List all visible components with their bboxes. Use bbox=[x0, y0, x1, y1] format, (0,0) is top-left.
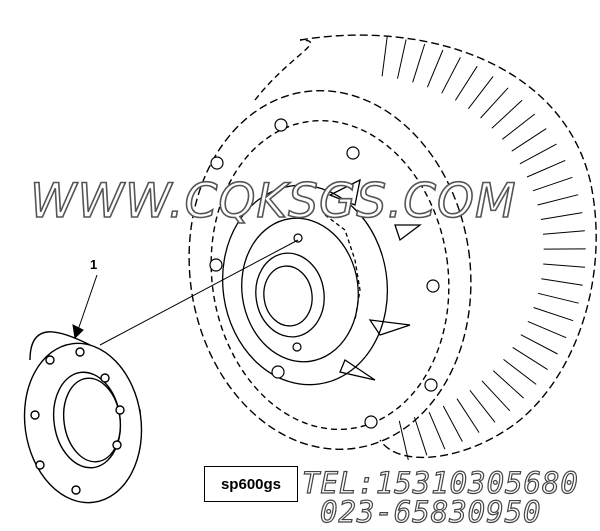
bolt bbox=[274, 118, 288, 132]
bolt bbox=[424, 378, 438, 392]
fan-slot bbox=[454, 65, 478, 101]
fan-slot bbox=[413, 416, 428, 456]
drum-front-rim bbox=[188, 89, 472, 451]
fan-slot bbox=[397, 39, 407, 79]
fan-slot bbox=[412, 43, 426, 83]
fan-slot bbox=[469, 389, 496, 423]
watermark-site: WWW.CQKSGS.COM bbox=[29, 173, 517, 230]
fan-slot bbox=[519, 143, 557, 165]
callout-number: 1 bbox=[90, 257, 98, 272]
fan-slot bbox=[480, 87, 509, 119]
bolt bbox=[426, 279, 440, 293]
fan-slot bbox=[512, 346, 548, 371]
plate-hole bbox=[115, 405, 125, 415]
fan-slot bbox=[543, 263, 586, 268]
fan-slot bbox=[426, 49, 444, 88]
plate-bore-inner bbox=[62, 377, 122, 463]
leader-lines bbox=[72, 239, 299, 346]
hub-vane-2 bbox=[339, 359, 376, 381]
hub-bore bbox=[263, 265, 313, 327]
fan-slot bbox=[541, 278, 583, 286]
plate-hole bbox=[71, 485, 81, 495]
fan-slot bbox=[527, 320, 567, 339]
fan-slot bbox=[537, 194, 579, 206]
plate-hole bbox=[35, 460, 45, 470]
fan-slot bbox=[441, 57, 461, 94]
bolt bbox=[293, 233, 303, 243]
hub-teeth bbox=[324, 214, 361, 321]
plate-hole bbox=[112, 440, 122, 450]
fan-slot bbox=[481, 380, 511, 412]
drum-top-edge bbox=[254, 39, 312, 101]
fan-slot bbox=[442, 405, 463, 442]
bolt bbox=[364, 415, 378, 429]
hub-middle bbox=[241, 217, 359, 363]
watermark-tel: TEL:15310305680 bbox=[301, 465, 579, 500]
fan-slot bbox=[526, 159, 566, 178]
hub-vane-4 bbox=[394, 224, 422, 242]
part-code-label: sp600gs bbox=[204, 466, 298, 502]
bolt bbox=[271, 365, 285, 379]
drum-bolts bbox=[209, 118, 440, 429]
fan-slot bbox=[511, 128, 547, 152]
fan-slot bbox=[428, 411, 446, 450]
drum-inner-rim bbox=[210, 119, 450, 431]
fan-slot bbox=[540, 212, 583, 220]
callout-arrowhead bbox=[72, 324, 84, 340]
fan-slot bbox=[533, 307, 574, 322]
plate-hole bbox=[45, 355, 55, 365]
leader-to-hub bbox=[99, 239, 299, 346]
fan-slot bbox=[520, 334, 558, 355]
fan-slot bbox=[492, 370, 524, 399]
fan-slot bbox=[501, 113, 536, 140]
callout-leader bbox=[77, 274, 98, 331]
fan-slot bbox=[456, 398, 480, 433]
fan-slot bbox=[381, 36, 388, 77]
bolt bbox=[210, 156, 224, 170]
plate-hole bbox=[100, 373, 110, 383]
fan-slot bbox=[398, 420, 409, 461]
spacer-plate bbox=[23, 331, 143, 504]
drum-outer-back bbox=[299, 34, 597, 459]
hub-vane-3 bbox=[328, 178, 361, 206]
fan-slot bbox=[503, 359, 537, 385]
bolt bbox=[346, 146, 360, 160]
fan-slots bbox=[381, 36, 586, 461]
fan-slot bbox=[468, 76, 494, 110]
fan-slot bbox=[542, 230, 585, 235]
hub-outer bbox=[221, 184, 389, 386]
fan-drum bbox=[188, 34, 597, 459]
plate-hole bbox=[30, 410, 40, 420]
bolt bbox=[209, 258, 223, 272]
fan-slot bbox=[491, 99, 523, 129]
hub-vane-1 bbox=[368, 319, 411, 336]
bolt bbox=[292, 342, 302, 352]
plate-hole bbox=[75, 347, 85, 357]
hub-center bbox=[255, 252, 325, 338]
fan-slot bbox=[532, 176, 573, 192]
hub-assembly bbox=[221, 178, 422, 386]
fan-slot bbox=[537, 292, 579, 304]
watermark-phone: 023-65830950 bbox=[319, 494, 542, 529]
